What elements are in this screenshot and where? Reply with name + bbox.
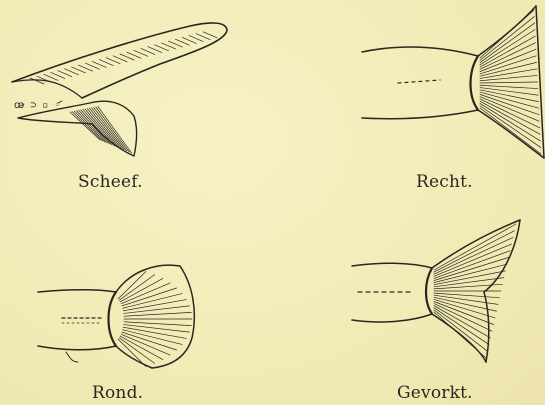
rounded-tail-icon xyxy=(38,265,194,368)
caption-scheef: Scheef. xyxy=(78,172,143,192)
caption-recht: Recht. xyxy=(416,172,473,192)
truncate-tail-icon xyxy=(362,6,544,158)
heterocercal-tail-icon: ꝏ ⊃ ▫ ◦ xyxy=(12,23,227,156)
forked-tail-icon xyxy=(352,220,520,362)
caption-rond: Rond. xyxy=(92,383,143,403)
caption-gevorkt: Gevorkt. xyxy=(397,383,473,403)
